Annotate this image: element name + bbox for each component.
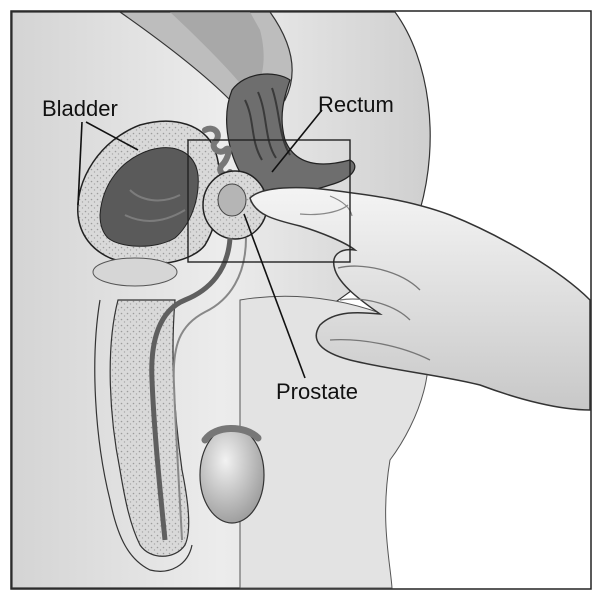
figure-border [10,10,592,590]
label-prostate: Prostate [276,379,358,404]
urethra [149,237,233,541]
focus-box [187,139,351,263]
penis-outline [94,299,193,572]
glove-knuckles [329,265,431,361]
bladder-leader-1 [77,121,83,206]
bladder-cavity [99,147,199,247]
pubic-bone [92,257,178,287]
rectum-folds [244,87,291,161]
sacrum-shade [170,12,264,95]
label-bladder: Bladder [42,96,118,121]
seminal-vesicle [202,125,233,178]
gloved-hand [249,186,591,411]
label-rectum: Rectum [318,92,394,117]
prostate-inner [217,183,247,217]
glove-finger-crease [299,195,353,217]
testis [199,426,265,524]
epididymis [201,425,262,444]
urethra-line [172,237,247,541]
bladder-cavity-detail [124,189,186,222]
bladder-leader-2 [85,121,139,151]
prostate-leader [243,213,306,379]
thigh [239,295,429,589]
rectum-leader [271,109,323,173]
